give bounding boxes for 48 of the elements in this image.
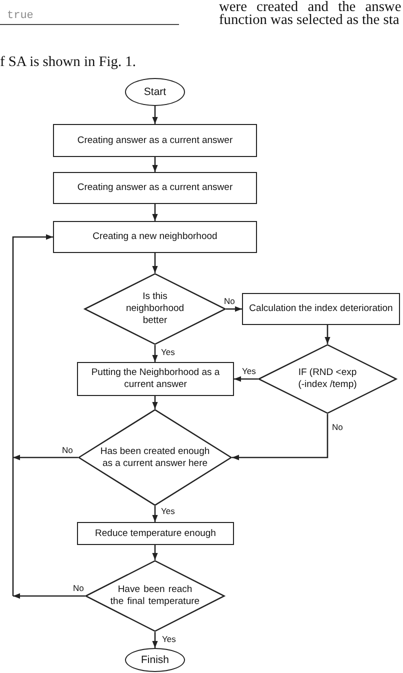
decision-diamond — [78, 409, 232, 506]
decision-diamond — [258, 344, 397, 414]
arrow — [152, 345, 158, 362]
node-text: Creating a new neighborhood — [92, 231, 218, 243]
body-text: were created and the answe — [219, 0, 402, 15]
arrow — [152, 106, 158, 124]
arrow — [152, 632, 158, 648]
arrow — [152, 545, 158, 560]
terminal-oval — [125, 648, 185, 672]
node-text: Has been created enough as a current answer here — [99, 446, 211, 470]
node-text: Start — [144, 86, 166, 98]
node-text: Reduce temperature enough — [95, 528, 216, 540]
node-text: Putting the Neighborhood as a current answer — [90, 367, 221, 391]
edge-label: Yes — [162, 634, 176, 644]
process-box — [77, 362, 234, 396]
edge-label: No — [73, 583, 84, 593]
process-box — [53, 172, 257, 204]
arrow — [226, 306, 242, 312]
node-text: Creating answer as a current answer — [77, 182, 233, 194]
edge-label: No — [224, 296, 235, 306]
decision-diamond — [85, 560, 225, 632]
node-text: IF (RND <exp (-index /temp) — [298, 367, 358, 391]
process-box — [53, 221, 257, 253]
process-box — [77, 522, 234, 545]
decision-diamond — [84, 273, 226, 345]
arrow — [152, 253, 158, 273]
arrow — [152, 396, 158, 409]
node-text: Finish — [140, 654, 169, 666]
arrow — [152, 506, 158, 522]
edge-label: No — [332, 422, 343, 432]
node-text: Calculation the index deterioration — [249, 303, 393, 315]
process-box — [242, 293, 400, 325]
node-text: Have been reach the final temperature — [110, 584, 200, 608]
arrow — [152, 204, 158, 221]
edge-label: Yes — [242, 366, 256, 376]
code-text: true — [7, 10, 34, 23]
arrow — [232, 414, 328, 460]
arrow — [234, 376, 258, 382]
edge-label: Yes — [161, 347, 175, 357]
arrow — [152, 157, 158, 172]
arrow — [13, 593, 85, 599]
edge-label: Yes — [161, 506, 175, 516]
process-box — [53, 124, 257, 157]
node-text: Is this neighborhood better — [124, 291, 186, 327]
body-text: f SA is shown in Fig. 1. — [0, 55, 136, 70]
node-text: Creating answer as a current answer — [77, 134, 233, 146]
body-text: function was selected as the sta — [219, 13, 400, 28]
arrow — [324, 325, 330, 344]
